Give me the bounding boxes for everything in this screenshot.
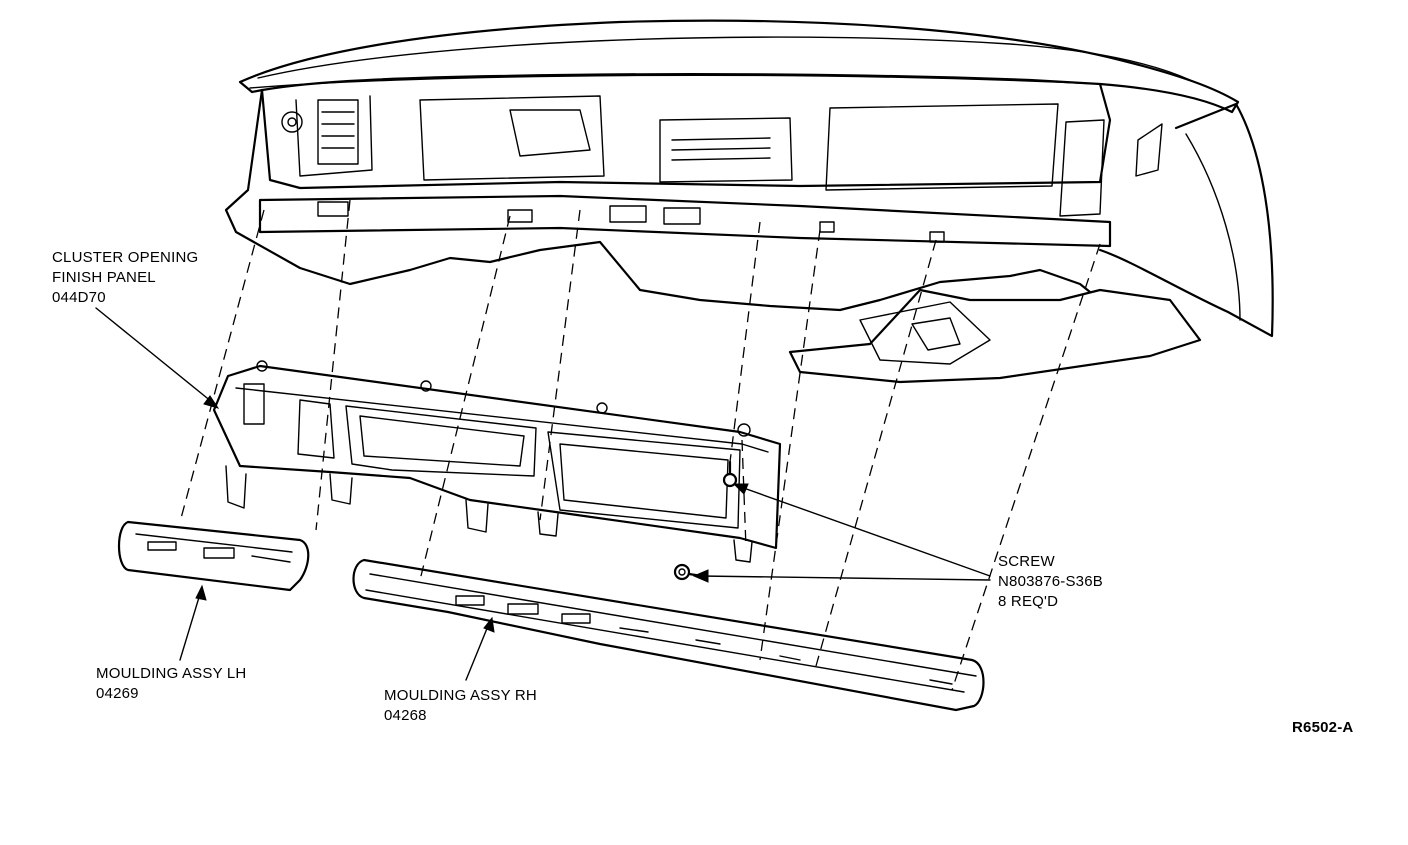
moulding-rh-name: MOULDING ASSY RH	[384, 687, 537, 704]
leader-arrows	[95, 307, 991, 681]
cluster-panel-part-number: 044D70	[52, 289, 106, 306]
moulding-rh-callout: MOULDING ASSY RH 04268	[384, 686, 537, 726]
cluster-panel-name-line2: FINISH PANEL	[52, 269, 156, 286]
moulding-lh-name: MOULDING ASSY LH	[96, 665, 247, 682]
moulding-lh-callout: MOULDING ASSY LH 04269	[96, 664, 246, 704]
cluster-finish-panel	[212, 360, 782, 563]
figure-id: R6502-A	[1292, 719, 1354, 736]
moulding-rh-part-number: 04268	[384, 707, 427, 724]
screw-callout: SCREW N803876-S36B 8 REQ'D	[998, 552, 1103, 612]
screw-lower	[673, 563, 704, 581]
screw-part-number: N803876-S36B	[998, 573, 1103, 590]
screw-upper	[722, 460, 738, 488]
instrument-panel	[224, 19, 1274, 384]
cluster-panel-callout: CLUSTER OPENING FINISH PANEL 044D70	[52, 248, 198, 308]
screw-name: SCREW	[998, 553, 1055, 570]
moulding-rh	[352, 558, 985, 712]
cluster-panel-name-line1: CLUSTER OPENING	[52, 249, 199, 266]
moulding-lh	[118, 520, 310, 592]
moulding-lh-part-number: 04269	[96, 685, 139, 702]
screw-quantity: 8 REQ'D	[998, 593, 1059, 610]
